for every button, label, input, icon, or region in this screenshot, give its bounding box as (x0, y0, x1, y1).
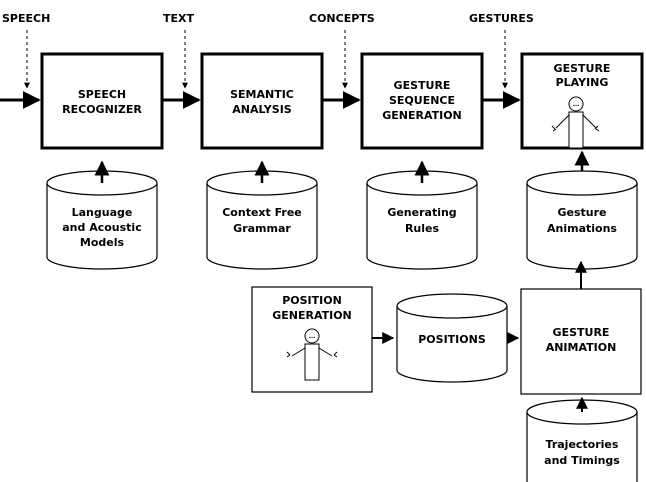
position-generation-box: POSITION GENERATION ... (251, 286, 373, 393)
svg-text:PLAYING: PLAYING (556, 76, 609, 89)
trajectories-timings-store: Trajectories and Timings (526, 399, 638, 482)
svg-text:Models: Models (80, 236, 125, 249)
label-text: TEXT (163, 12, 194, 25)
speech-recognizer-box: SPEECH RECOGNIZER (40, 52, 164, 150)
positions-store: POSITIONS (396, 293, 508, 383)
stick-figure-icon: ... (286, 328, 338, 381)
semantic-analysis-box: SEMANTIC ANALYSIS (200, 52, 324, 150)
gesture-sequence-generation-box: GESTURE SEQUENCE GENERATION (360, 52, 484, 150)
svg-text:Rules: Rules (405, 222, 440, 235)
svg-text:...: ... (309, 333, 316, 340)
svg-text:and Acoustic: and Acoustic (62, 221, 141, 234)
svg-text:POSITIONS: POSITIONS (418, 333, 486, 346)
svg-text:Gesture: Gesture (557, 206, 606, 219)
svg-text:and Timings: and Timings (544, 454, 620, 467)
svg-text:SPEECH: SPEECH (78, 88, 126, 101)
svg-text:ANIMATION: ANIMATION (546, 341, 617, 354)
label-gestures: GESTURES (469, 12, 534, 25)
svg-text:Grammar: Grammar (233, 222, 291, 235)
svg-text:...: ... (573, 101, 580, 108)
svg-text:Animations: Animations (547, 222, 617, 235)
svg-text:SEQUENCE: SEQUENCE (389, 94, 455, 107)
svg-text:POSITION: POSITION (282, 294, 342, 307)
svg-text:RECOGNIZER: RECOGNIZER (62, 103, 142, 116)
stick-figure-icon: ... (551, 96, 600, 149)
svg-text:GENERATION: GENERATION (272, 309, 352, 322)
svg-text:Trajectories: Trajectories (546, 438, 619, 451)
svg-text:ANALYSIS: ANALYSIS (232, 103, 292, 116)
label-concepts: CONCEPTS (309, 12, 375, 25)
generating-rules-store: Generating Rules (366, 170, 478, 270)
gesture-animation-box: GESTURE ANIMATION (520, 288, 642, 395)
context-free-grammar-store: Context Free Grammar (206, 170, 318, 270)
gesture-animations-store: Gesture Animations (526, 170, 638, 270)
label-speech: SPEECH (2, 12, 50, 25)
svg-text:GENERATION: GENERATION (382, 109, 462, 122)
svg-text:GESTURE: GESTURE (553, 326, 610, 339)
svg-text:GESTURE: GESTURE (554, 62, 611, 75)
gesture-playing-box: GESTURE PLAYING ... (520, 52, 644, 150)
svg-text:GESTURE: GESTURE (394, 79, 451, 92)
language-models-store: Language and Acoustic Models (46, 170, 158, 270)
svg-text:Generating: Generating (387, 206, 456, 219)
svg-text:Language: Language (72, 206, 133, 219)
svg-text:SEMANTIC: SEMANTIC (230, 88, 294, 101)
svg-text:Context Free: Context Free (222, 206, 302, 219)
